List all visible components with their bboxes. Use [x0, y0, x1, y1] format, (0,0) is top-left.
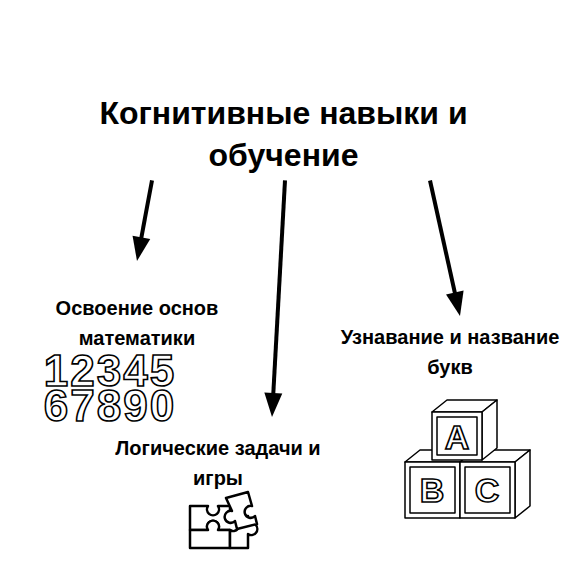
heading-node: Когнитивные навыки и обучение [40, 92, 527, 176]
arrow-head [446, 291, 464, 316]
arrow-head [264, 393, 282, 417]
arrow-connector [133, 180, 152, 261]
arrow-line [141, 180, 152, 239]
block-letter: C [475, 473, 500, 507]
arrow-head [133, 236, 151, 261]
abc-blocks [405, 400, 530, 518]
arrow-connector [430, 180, 464, 316]
arrow-line [273, 180, 285, 395]
node-text: Логические задачи и игры [108, 433, 328, 493]
digit-row: 67890 [44, 384, 176, 428]
arrow-line [430, 180, 455, 294]
node-text: Освоение основ математики [12, 293, 262, 353]
block-letter: B [420, 473, 445, 507]
puzzle-icon [190, 492, 257, 548]
arrow-connector [264, 180, 285, 417]
block-letter: A [445, 420, 470, 454]
node-text: Узнавание и название букв [340, 322, 560, 382]
node-text: Когнитивные навыки и обучение [40, 92, 527, 176]
topic-node: Освоение основ математики [12, 293, 262, 353]
topic-node: Узнавание и название букв [340, 322, 560, 382]
topic-node: Логические задачи и игры [108, 433, 328, 493]
